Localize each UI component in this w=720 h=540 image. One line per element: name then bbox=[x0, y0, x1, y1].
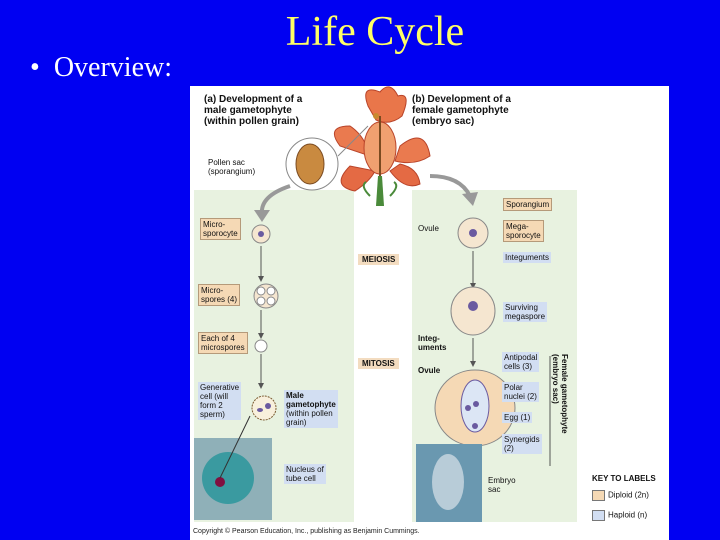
key-diploid-text: Diploid (2n) bbox=[608, 490, 649, 500]
label-microspores: Micro- spores (4) bbox=[198, 284, 241, 306]
microspores-cell bbox=[253, 283, 279, 309]
label-integuments-2: Integ- uments bbox=[418, 334, 447, 352]
bullet-dot: • bbox=[30, 52, 40, 83]
single-microspore bbox=[254, 339, 268, 353]
label-female-gametophyte: Female gametophyte (embryo sac) bbox=[551, 354, 569, 434]
label-male-gametophyte: Male gametophyte (within pollen grain) bbox=[284, 390, 338, 428]
key-haploid-text: Haploid (n) bbox=[608, 510, 648, 520]
key-diploid: Diploid (2n) bbox=[592, 490, 649, 501]
flower-illustration bbox=[333, 86, 431, 206]
panel-b-title: (b) Development of a female gametophyte … bbox=[412, 94, 511, 127]
label-meiosis: MEIOSIS bbox=[358, 254, 400, 265]
label-antipodal: Antipodal cells (3) bbox=[502, 352, 540, 372]
key-haploid: Haploid (n) bbox=[592, 510, 647, 521]
slide-title: Life Cycle bbox=[285, 9, 465, 55]
bullet-overview: • Overview: bbox=[30, 52, 172, 84]
label-ovule-2: Ovule bbox=[418, 366, 441, 375]
life-cycle-figure: (a) Development of a male gametophyte (w… bbox=[190, 86, 669, 540]
label-integuments: Integuments bbox=[503, 252, 552, 263]
arrow-to-female bbox=[429, 174, 472, 197]
label-each-of-4: Each of 4 microspores bbox=[198, 332, 248, 354]
label-sporangium: Sporangium bbox=[503, 198, 553, 211]
label-microsporocyte: Micro- sporocyte bbox=[200, 218, 241, 240]
label-generative-cell: Generative cell (will form 2 sperm) bbox=[198, 382, 242, 420]
label-megasporocyte: Mega- sporocyte bbox=[503, 220, 544, 242]
key-title: KEY TO LABELS bbox=[592, 474, 656, 483]
label-embryo-sac: Embryo sac bbox=[488, 476, 516, 494]
bullet-text: Overview: bbox=[53, 52, 172, 83]
label-nucleus-tube: Nucleus of tube cell bbox=[284, 464, 326, 484]
label-pollen-sac: Pollen sac (sporangium) bbox=[208, 158, 256, 176]
label-egg: Egg (1) bbox=[502, 412, 533, 423]
male-gametophyte-sub: (within pollen grain) bbox=[286, 409, 333, 427]
label-mitosis: MITOSIS bbox=[358, 358, 399, 369]
label-synergids: Synergids (2) bbox=[502, 434, 542, 454]
haploid-swatch bbox=[592, 510, 605, 521]
male-gametophyte-bold: Male gametophyte bbox=[286, 391, 336, 409]
copyright: Copyright © Pearson Education, Inc., pub… bbox=[193, 528, 420, 535]
diploid-swatch bbox=[592, 490, 605, 501]
panel-a-title: (a) Development of a male gametophyte (w… bbox=[204, 94, 303, 127]
label-polar-nuclei: Polar nuclei (2) bbox=[502, 382, 539, 402]
pollen-grain bbox=[251, 395, 277, 421]
label-ovule-top: Ovule bbox=[418, 224, 439, 233]
label-surviving-megaspore: Surviving megaspore bbox=[503, 302, 548, 322]
figure-drawing bbox=[194, 86, 577, 522]
